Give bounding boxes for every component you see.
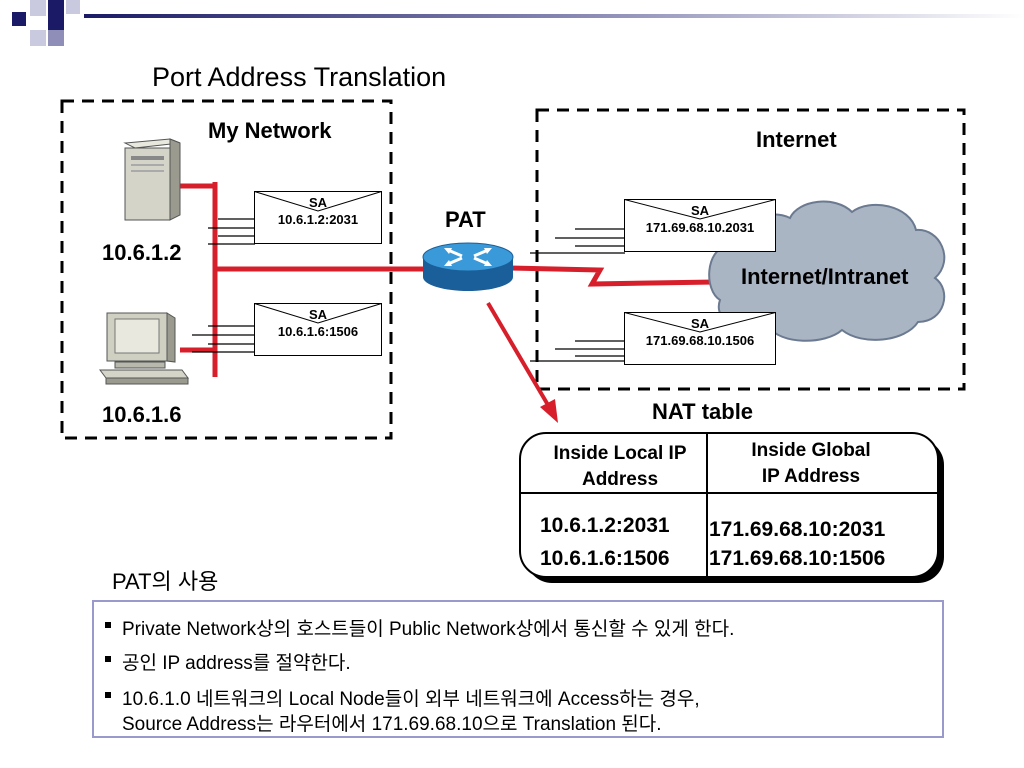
packet-source-address: 10.6.1.6:1506 — [277, 324, 359, 339]
nat-header-line: Inside Global — [751, 440, 871, 461]
packet-envelope: SA 171.69.68.10.1506 — [624, 312, 776, 365]
usage-notes-box: Private Network상의 호스트들이 Public Network상에… — [92, 600, 944, 738]
packet-envelope: SA 171.69.68.10.2031 — [624, 199, 776, 252]
cloud-label: Internet/Intranet — [741, 264, 909, 289]
nat-cell-local: 10.6.1.6:1506 — [540, 547, 670, 570]
packet-source-address: 171.69.68.10.2031 — [645, 220, 755, 235]
host-ip-server: 10.6.1.2 — [102, 240, 182, 265]
corner-decoration — [12, 0, 1024, 46]
envelope-icon — [254, 303, 382, 356]
usage-item: 공인 IP address를 절약한다. — [105, 648, 351, 675]
corner-square-navy — [48, 0, 64, 30]
pc-icon — [99, 312, 189, 385]
nat-table-frame — [519, 432, 939, 578]
packet-source-address: 171.69.68.10.1506 — [645, 333, 755, 348]
packet-sa-label: SA — [690, 316, 710, 331]
usage-item: 10.6.1.0 네트워크의 Local Node들이 외부 네트워크에 Acc… — [105, 684, 700, 711]
wan-serial-link — [509, 265, 716, 287]
router-icon — [422, 242, 514, 291]
envelope-icon — [624, 312, 776, 365]
top-rule — [84, 14, 1024, 18]
nat-header-line: Address — [581, 469, 659, 490]
network-diagram — [60, 99, 966, 583]
nat-header-inside-global: Inside Global IP Address — [712, 438, 910, 490]
internet-boundary — [535, 108, 966, 391]
nat-header-line: IP Address — [761, 466, 861, 487]
nat-cell-global: 171.69.68.10:1506 — [709, 547, 886, 570]
envelope-icon — [624, 199, 776, 252]
nat-table-title: NAT table — [652, 399, 754, 424]
usage-item: Private Network상의 호스트들이 Public Network상에… — [104, 614, 734, 641]
internet-label: Internet — [756, 127, 837, 152]
nat-cell-global: 171.69.68.10:2031 — [709, 518, 886, 541]
nat-header-line: Inside Local IP — [553, 443, 687, 464]
usage-heading: PAT의 사용 — [112, 569, 219, 594]
envelope-icon — [254, 191, 382, 244]
packet-sa-label: SA — [690, 203, 710, 218]
corner-square-light — [30, 0, 46, 16]
packet-envelope: SA 10.6.1.2:2031 — [254, 191, 382, 244]
nat-cell-local: 10.6.1.2:2031 — [540, 514, 670, 537]
packet-sa-label: SA — [308, 195, 328, 210]
nat-header-inside-local: Inside Local IP Address — [530, 441, 710, 493]
my-network-label: My Network — [208, 118, 332, 143]
corner-square-light — [30, 30, 46, 46]
packet-source-address: 10.6.1.2:2031 — [277, 212, 359, 227]
packet-envelope: SA 10.6.1.6:1506 — [254, 303, 382, 356]
router-label: PAT — [445, 207, 486, 232]
slide-title: Port Address Translation — [152, 62, 447, 92]
corner-square-mid — [48, 30, 64, 46]
host-ip-pc: 10.6.1.6 — [102, 402, 182, 427]
corner-square-light — [66, 0, 80, 14]
packet-motion-lines — [192, 218, 625, 362]
nat-arrow-head — [540, 399, 558, 423]
corner-square-navy — [12, 12, 26, 26]
usage-item-continuation: Source Address는 라우터에서 171.69.68.10으로 Tra… — [122, 714, 662, 735]
server-icon — [123, 138, 181, 221]
my-network-boundary — [60, 99, 393, 440]
nat-arrow — [486, 301, 550, 407]
packet-sa-label: SA — [308, 307, 328, 322]
